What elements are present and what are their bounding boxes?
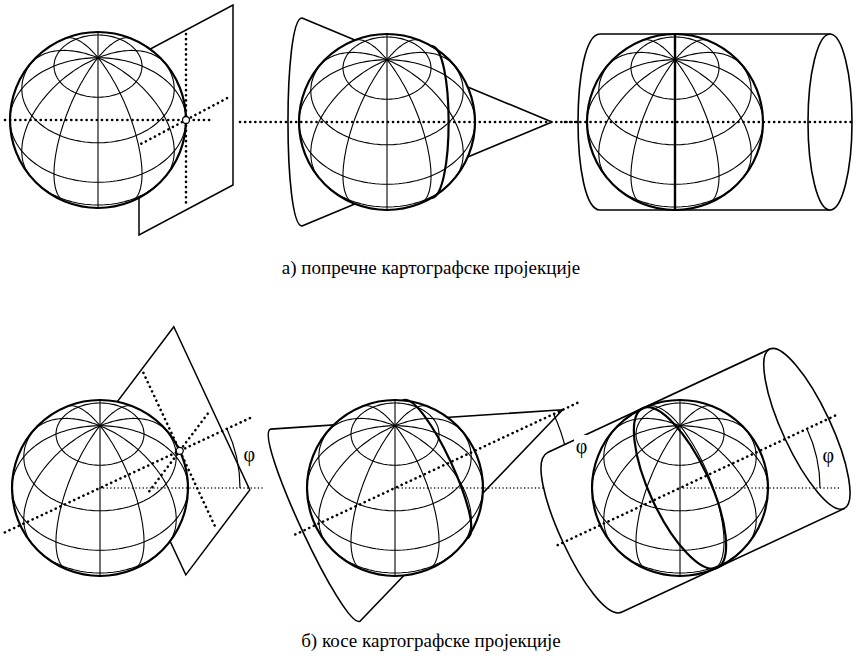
angle-arc xyxy=(807,429,820,488)
horizontal-reference xyxy=(680,487,840,488)
graticule-line xyxy=(10,58,98,120)
graticule-line xyxy=(386,34,387,60)
graticule-line xyxy=(97,32,98,58)
projection-axis xyxy=(240,121,592,124)
graticule-line xyxy=(100,426,176,543)
graticule-line xyxy=(680,426,768,488)
graticule-line xyxy=(599,60,675,177)
graticule-line xyxy=(99,400,100,426)
globe-outline xyxy=(587,34,763,210)
caption: а) попречне картографске пројекције xyxy=(282,257,580,279)
projection-axis xyxy=(565,121,855,124)
angle-label: φ xyxy=(574,435,590,458)
graticule-line xyxy=(395,406,428,426)
graticule-line xyxy=(98,58,174,175)
graticule-line xyxy=(311,60,387,177)
graticule-line xyxy=(675,40,708,60)
plane-axis-line xyxy=(143,373,216,529)
graticule-line xyxy=(343,60,387,204)
tangent-point xyxy=(183,117,190,124)
graticule-line xyxy=(680,406,713,426)
graticule-line xyxy=(100,426,188,488)
graticule-line xyxy=(387,60,431,204)
tangent-circle xyxy=(403,400,472,539)
graticule-line xyxy=(680,426,756,543)
projection-axis xyxy=(295,401,580,534)
graticule-line xyxy=(394,426,395,576)
graticule-line xyxy=(587,60,675,122)
angle-label: φ xyxy=(242,443,258,466)
plane-axis-line xyxy=(149,410,210,491)
graticule-line xyxy=(675,60,751,177)
graticule-line xyxy=(100,426,144,570)
graticule-line xyxy=(642,40,675,60)
angle-arc xyxy=(227,429,240,488)
angle-label: φ xyxy=(821,444,837,467)
projection-axis xyxy=(5,416,254,532)
graticule-line xyxy=(395,426,439,570)
graticule-line xyxy=(67,406,100,426)
projection-axis xyxy=(558,414,839,545)
graticule-line xyxy=(12,426,100,488)
graticule-line xyxy=(387,40,420,60)
graticule-line xyxy=(65,38,98,58)
tangent-circle xyxy=(674,34,676,210)
graticule-line xyxy=(387,60,463,177)
caption: б) косе картографске пројекције xyxy=(301,630,561,652)
graticule-line xyxy=(98,38,131,58)
tangent-point xyxy=(176,447,183,454)
graticule-line xyxy=(675,60,719,204)
graticule-line xyxy=(22,58,98,175)
graticule-line xyxy=(636,426,680,570)
graticule-line xyxy=(679,426,680,576)
plane-axis-line xyxy=(141,96,230,144)
globe-fill xyxy=(587,34,763,210)
graticule-line xyxy=(675,60,763,122)
graticule-line xyxy=(299,60,387,122)
graticule-line xyxy=(99,426,100,576)
graticule-line xyxy=(100,406,133,426)
graticule-line xyxy=(97,58,98,208)
graticule-line xyxy=(98,58,142,202)
graticule-line xyxy=(395,426,483,488)
graticule-line xyxy=(394,400,395,426)
graticule-line xyxy=(54,58,98,202)
graticule-line xyxy=(679,400,680,426)
graticule-line xyxy=(362,406,395,426)
graticule-line xyxy=(592,426,680,488)
graticule-line xyxy=(307,426,395,488)
graticule-line xyxy=(319,426,395,543)
graticule-line xyxy=(24,426,100,543)
graticule-line xyxy=(98,58,186,120)
graticule-line xyxy=(604,426,680,543)
graticule-line xyxy=(631,60,675,204)
graticule-line xyxy=(387,60,475,122)
graticule-line xyxy=(386,60,387,210)
graticule-line xyxy=(354,40,387,60)
